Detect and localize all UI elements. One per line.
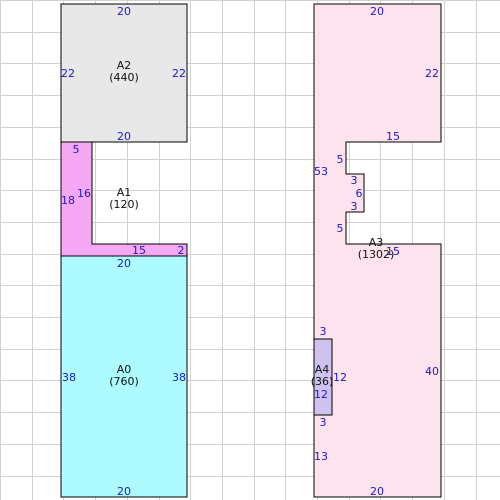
area-a2-shape [60,3,188,143]
area-a4-dim-right: 12 [333,371,347,384]
area-a0-dim-top: 20 [117,257,131,270]
area-a3-dim-notch-lower: 5 [337,222,344,235]
area-a1-dim-inner: 16 [77,187,91,200]
area-a4-shape [313,338,333,416]
area-a1[interactable]: A1 (120) 5 18 16 15 2 [60,141,188,257]
area-a2-dim-top: 20 [117,5,131,18]
area-a1-dim-step: 15 [132,244,146,257]
area-a3-dim-step-bottom: 3 [351,200,358,213]
area-a2-value: (440) [109,71,139,84]
area-a3-dim-step-side: 6 [356,187,363,200]
area-a4-dim-left: 12 [314,388,328,401]
area-a1-value: (120) [109,198,139,211]
area-a0-name: A0 [117,363,132,376]
area-a3-dim-alcove-lower: 3 [320,416,327,429]
area-a3-dim-left-upper: 53 [314,165,328,178]
area-a0-dim-left: 38 [62,371,76,384]
area-a0-shape [60,255,188,498]
area-a3-dim-step-top: 3 [351,174,358,187]
area-a2[interactable]: A2 (440) 20 22 22 20 [60,3,188,143]
area-a3-dim-right-lower: 40 [425,365,439,378]
area-a0-dim-right: 38 [172,371,186,384]
area-a3-dim-notch-upper: 5 [337,153,344,166]
area-a3-value: (1302) [358,248,395,261]
area-a3-dim-right-upper: 22 [425,67,439,80]
area-a0-dim-bottom: 20 [117,485,131,498]
area-a3-dim-bottom: 20 [370,485,384,498]
area-a3-dim-alcove-upper: 3 [320,325,327,338]
area-a3-dim-left-lower: 13 [314,450,328,463]
area-a3-dim-ledge: 15 [386,245,400,258]
area-a1-dim-end: 2 [178,244,185,257]
area-a2-dim-right: 22 [172,67,186,80]
area-a3-name: A3 [369,236,384,249]
area-a0[interactable]: A0 (760) 20 38 38 20 [60,255,188,498]
area-a3-dim-top: 20 [370,5,384,18]
area-a4[interactable]: A4 (36) 12 12 [311,338,347,416]
area-a2-dim-left: 22 [61,67,75,80]
area-a2-name: A2 [117,59,132,72]
area-a0-value: (760) [109,375,139,388]
area-a1-dim-left: 18 [61,194,75,207]
area-a1-dim-top: 5 [73,143,80,156]
area-a4-name: A4 [315,363,330,376]
area-a3-dim-notch-top: 15 [386,130,400,143]
area-a1-name: A1 [117,186,132,199]
area-a2-dim-bottom: 20 [117,130,131,143]
area-a3[interactable]: A3 (1302) 20 22 15 5 53 3 6 3 5 15 40 3 … [313,3,442,498]
area-a3-shape [313,3,442,498]
area-a4-value: (36) [311,375,334,388]
